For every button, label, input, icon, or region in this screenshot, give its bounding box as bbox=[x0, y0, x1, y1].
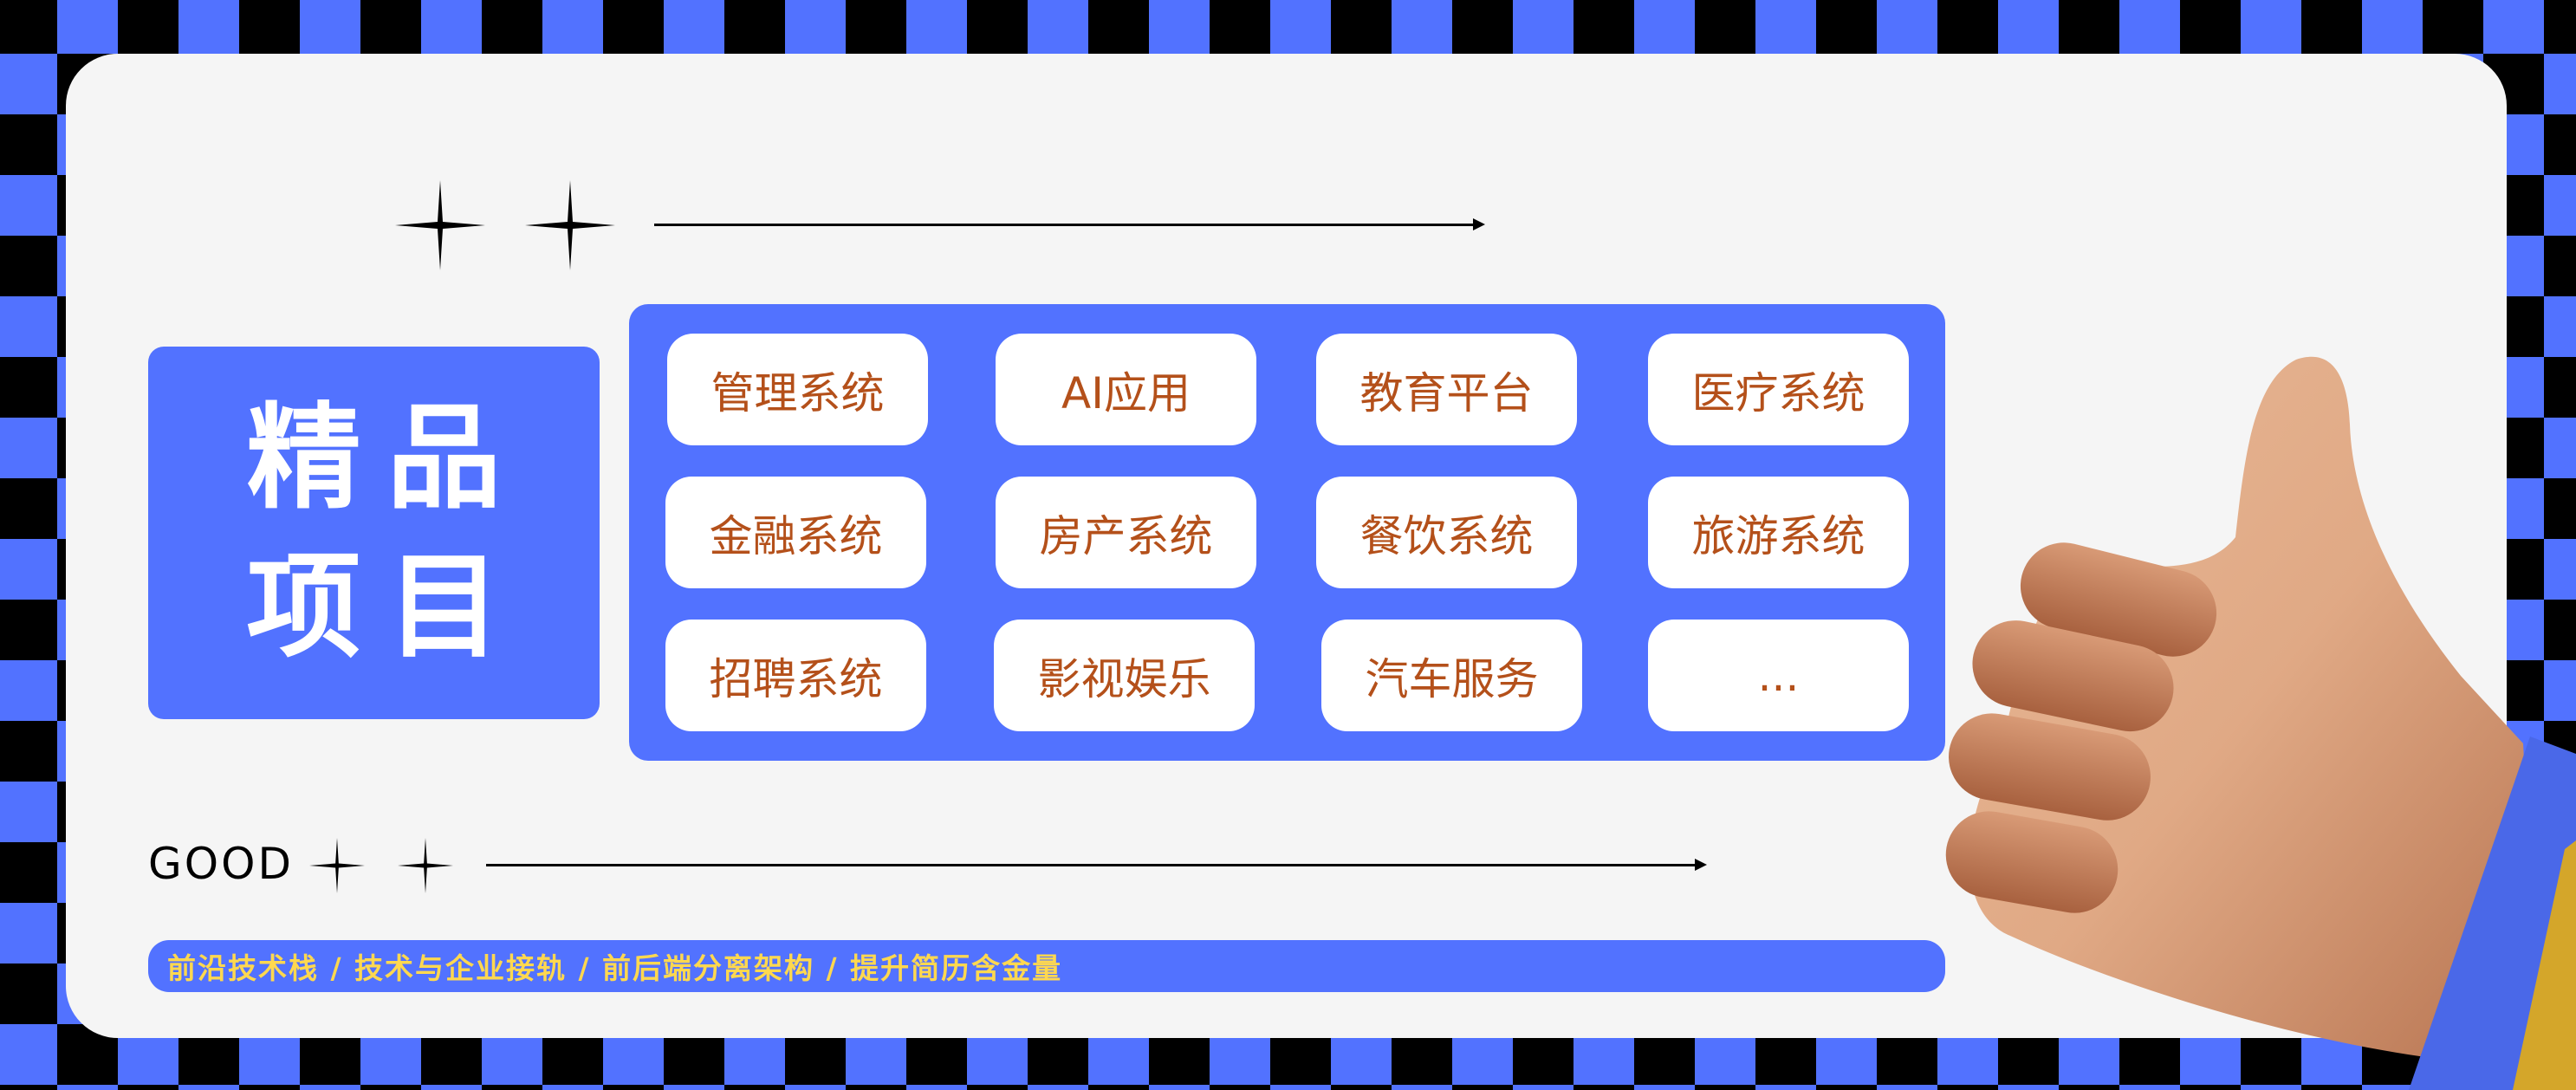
category-pill[interactable]: 汽车服务 bbox=[1321, 620, 1582, 731]
category-pill[interactable]: 管理系统 bbox=[667, 334, 928, 445]
arrow-head-icon bbox=[1473, 218, 1485, 230]
category-pill[interactable]: 旅游系统 bbox=[1648, 477, 1909, 588]
category-pill[interactable]: 金融系统 bbox=[665, 477, 926, 588]
category-pill[interactable]: 餐饮系统 bbox=[1316, 477, 1577, 588]
thumbs-up-hand-icon bbox=[1945, 356, 2576, 1090]
good-label: GOOD bbox=[148, 839, 294, 889]
category-pill[interactable]: ... bbox=[1648, 620, 1909, 731]
arrow-head-icon bbox=[1695, 859, 1707, 871]
title-line-2: 项目 bbox=[246, 541, 528, 674]
featured-projects-title: 精品 项目 bbox=[148, 347, 600, 719]
category-pill[interactable]: 招聘系统 bbox=[665, 620, 926, 731]
category-pill[interactable]: 教育平台 bbox=[1316, 334, 1577, 445]
sparkle-icon bbox=[395, 180, 485, 270]
sparkle-icon bbox=[309, 838, 365, 893]
tagline-text: 前沿技术栈 / 技术与企业接轨 / 前后端分离架构 / 提升简历含金量 bbox=[167, 951, 1063, 985]
category-pill[interactable]: 房产系统 bbox=[996, 477, 1256, 588]
sparkle-icon bbox=[398, 838, 453, 893]
arrow-line bbox=[486, 864, 1699, 866]
category-pill[interactable]: AI应用 bbox=[996, 334, 1256, 445]
title-line-1: 精品 bbox=[246, 392, 528, 525]
category-pill[interactable]: 医疗系统 bbox=[1648, 334, 1909, 445]
tagline-bar: 前沿技术栈 / 技术与企业接轨 / 前后端分离架构 / 提升简历含金量 bbox=[148, 940, 1945, 992]
arrow-line bbox=[654, 224, 1477, 226]
category-pill[interactable]: 影视娱乐 bbox=[994, 620, 1255, 731]
sparkle-icon bbox=[525, 180, 615, 270]
